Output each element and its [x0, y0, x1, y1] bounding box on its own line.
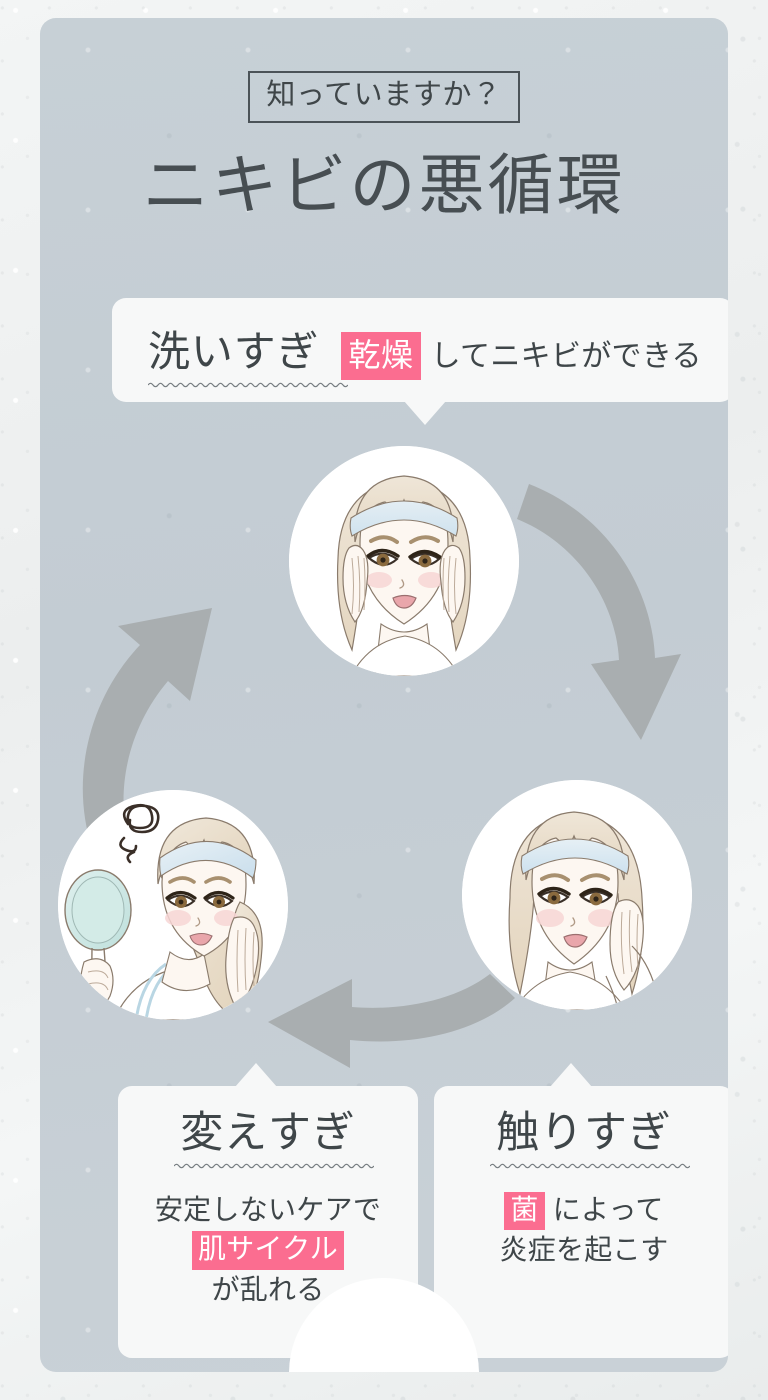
woman-touching-cheek-icon [462, 780, 692, 1010]
br-card-heading-text: 触りすぎ [496, 1109, 672, 1157]
bl-card-highlight: 肌サイクル [191, 1231, 344, 1270]
speech-tail-down [404, 401, 446, 425]
bl-card-line1: 安定しないケアで [154, 1193, 382, 1225]
kicker-label: 知っていますか？ [248, 71, 520, 124]
illustration-bottom-right-circle [462, 780, 692, 1010]
bl-card-body: 安定しないケアで 肌サイクル が乱れる [118, 1190, 418, 1310]
speech-tail-up-right [550, 1063, 592, 1087]
br-card-body: 菌 によって 炎症を起こす [434, 1190, 728, 1270]
card-touching-too-much: 触りすぎ 菌 によって 炎症を起こす [434, 1063, 728, 1358]
br-card-heading: 触りすぎ [496, 1108, 671, 1166]
bl-card-highlight-row: 肌サイクル [118, 1229, 418, 1270]
br-card-line1-tail: によって [552, 1193, 664, 1225]
illustration-top-circle [289, 446, 519, 676]
cycle-arrows: .arw { fill: #a9aeb0; } [82, 484, 681, 1068]
bl-card-heading-text: 変えすぎ [180, 1109, 356, 1157]
woman-holding-both-cheeks-icon [289, 446, 519, 676]
frustration-scribble-icon [119, 803, 160, 864]
wavy-underline-icon [174, 1162, 374, 1170]
arrow-bottom [268, 974, 515, 1068]
card-washing-too-much: 洗いすぎ 乾燥 してニキビができる [112, 298, 728, 425]
top-card-heading-text: 洗いすぎ [148, 327, 320, 375]
infographic-panel: 知っていますか？ ニキビの悪循環 洗いすぎ 乾燥 してニキビができる .arw … [40, 18, 728, 1372]
top-card-heading: 洗いすぎ [148, 318, 319, 383]
top-card-tail-text: してニキビができる [430, 339, 702, 373]
speech-tail-up-left [235, 1063, 277, 1087]
bl-card-line3: が乱れる [211, 1273, 325, 1305]
woman-with-hand-mirror-icon [58, 790, 288, 1020]
top-card-line: 洗いすぎ 乾燥 してニキビができる [148, 318, 702, 383]
wavy-underline-icon [148, 381, 348, 389]
kicker-wrapper: 知っていますか？ [40, 71, 728, 124]
wavy-underline-icon [490, 1162, 690, 1170]
br-card-line2: 炎症を起こす [499, 1233, 669, 1265]
bl-card-heading: 変えすぎ [180, 1108, 355, 1166]
cycle-diagram: .arw { fill: #a9aeb0; } [40, 418, 728, 1078]
arrow-right [517, 484, 681, 740]
br-card-line1: 菌 によって [434, 1190, 728, 1230]
br-card-highlight: 菌 [504, 1191, 545, 1230]
card-changing-too-much: 変えすぎ 安定しないケアで 肌サイクル が乱れる [118, 1063, 418, 1358]
illustration-bottom-left-circle [58, 790, 288, 1020]
page-title: ニキビの悪循環 [142, 148, 626, 222]
top-card-highlight: 乾燥 [341, 331, 421, 380]
arrow-left [82, 608, 212, 848]
